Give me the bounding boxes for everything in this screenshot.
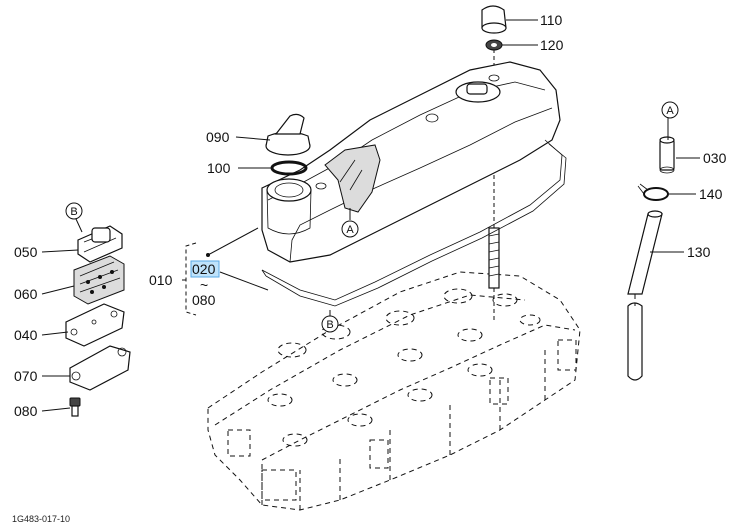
head-cover-illustration [261,61,561,263]
pipe-illustration [659,136,675,174]
oil-cap-illustration [265,113,311,156]
cylinder-head-illustration [207,271,581,511]
part-label-030[interactable]: 030 [703,150,727,166]
part-label-040[interactable]: 040 [14,327,38,343]
part-label-120[interactable]: 120 [540,37,564,53]
part-label-080[interactable]: 080 [14,403,38,419]
part-label-140[interactable]: 140 [699,186,723,202]
callout-b-gasket-label: B [326,319,333,331]
part-label-070[interactable]: 070 [14,368,38,384]
part-label-110[interactable]: 110 [540,12,563,28]
hose-illustration [627,210,663,295]
part-label-020[interactable]: 020 [192,261,216,277]
cap-nut-illustration [481,5,507,34]
leader-lines [41,19,700,412]
baffle-plate-illustration [77,225,123,263]
callout-b-left: B [65,202,83,220]
callout-b-gasket: B [321,315,339,333]
figure-code: 1G483-017-10 [12,514,70,524]
o-ring-illustration [270,160,308,176]
lower-hose-illustration [627,294,643,381]
callout-a-right-label: A [666,105,674,117]
callout-a-right: A [661,101,679,119]
hose-clamp-illustration [637,183,669,201]
screw-illustration [69,397,81,417]
part-label-090[interactable]: 090 [206,129,230,145]
callout-a-cover-label: A [346,224,354,236]
part-range-tilde: ~ [200,277,208,293]
part-label-080-range[interactable]: 080 [192,292,216,308]
part-label-100[interactable]: 100 [207,160,231,176]
washer-illustration [485,39,503,51]
part-label-060[interactable]: 060 [14,286,38,302]
part-label-130[interactable]: 130 [687,244,711,260]
gasket-plate-illustration [69,345,131,391]
part-highlight-020 [190,260,220,278]
part-label-050[interactable]: 050 [14,244,38,260]
gasket-illustration [261,139,567,307]
filter-element-illustration [73,255,125,305]
callout-b-left-label: B [70,206,77,218]
part-label-010[interactable]: 010 [149,272,173,288]
callout-a-cover: A [341,220,359,238]
cover-plate-illustration [65,303,125,347]
